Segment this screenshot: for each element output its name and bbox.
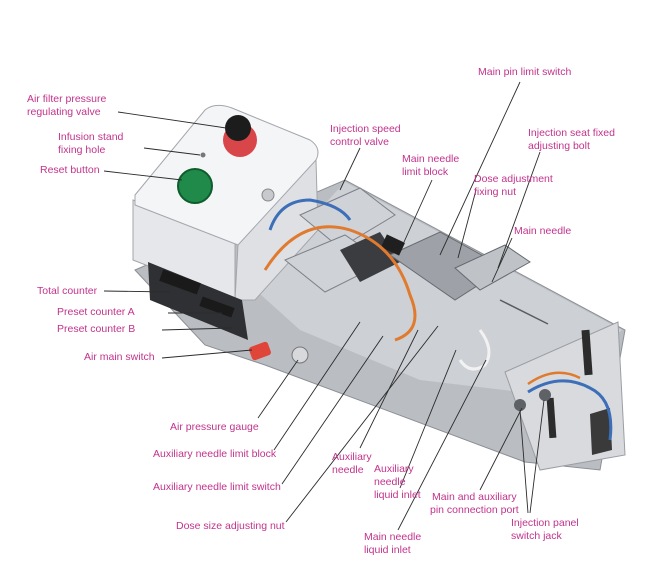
label-infusion-stand-hole: Infusion stand fixing hole bbox=[58, 131, 124, 156]
label-preset-counter-b: Preset counter B bbox=[57, 323, 136, 335]
label-dose-size-nut: Dose size adjusting nut bbox=[176, 520, 285, 532]
label-aux-needle-liquid-inlet: Auxiliary needle liquid inlet bbox=[374, 463, 421, 501]
leader-aux-needle bbox=[359, 329, 419, 449]
label-aux-needle-limit-block: Auxiliary needle limit block bbox=[153, 448, 277, 460]
infusion-stand-hole bbox=[200, 152, 206, 158]
leader-panel-jack-1 bbox=[519, 409, 529, 514]
leader-aux-limit-switch bbox=[281, 335, 384, 485]
leader-lines bbox=[103, 81, 545, 531]
leader-dose-fixing bbox=[457, 189, 477, 259]
leader-main-liquid bbox=[397, 359, 487, 531]
label-main-pin-limit-switch: Main pin limit switch bbox=[478, 66, 572, 78]
label-auxiliary-needle: Auxiliary needle bbox=[332, 451, 372, 476]
air-main-switch-body bbox=[249, 341, 271, 361]
leader-main-pin-switch bbox=[439, 81, 521, 256]
white-hose bbox=[458, 329, 491, 371]
panel-hose-red bbox=[527, 371, 581, 386]
leader-pin-port bbox=[479, 407, 523, 491]
leader-gauge bbox=[257, 359, 299, 419]
label-injection-speed-valve: Injection speed control valve bbox=[330, 123, 401, 148]
leader-preset-b bbox=[161, 327, 233, 331]
label-reset-button: Reset button bbox=[40, 164, 100, 176]
pressure-gauge-dial bbox=[291, 346, 309, 364]
panel-slot-2 bbox=[546, 397, 557, 439]
machine-illustration bbox=[132, 104, 626, 471]
limit-block-black bbox=[380, 234, 406, 256]
leader-speed-valve bbox=[339, 147, 361, 191]
leader-aux-limit-block bbox=[273, 321, 361, 451]
switch-jack-1 bbox=[514, 399, 526, 411]
leader-main-needle bbox=[491, 237, 513, 283]
label-preset-counter-a: Preset counter A bbox=[57, 306, 135, 318]
front-panel-bracket bbox=[590, 408, 612, 455]
label-injection-seat-bolt: Injection seat fixed adjusting bolt bbox=[528, 127, 615, 152]
leader-total-counter bbox=[103, 290, 171, 293]
reset-button-cap bbox=[177, 168, 213, 204]
counter-window-a bbox=[159, 269, 201, 295]
switch-jack-2 bbox=[539, 389, 551, 401]
control-housing-side bbox=[234, 158, 319, 301]
leader-main-limit-block bbox=[403, 179, 433, 243]
label-air-pressure-gauge: Air pressure gauge bbox=[170, 421, 259, 433]
label-main-needle-limit-block: Main needle limit block bbox=[402, 153, 460, 178]
pressure-valve-knob bbox=[225, 115, 251, 141]
label-main-needle: Main needle bbox=[514, 225, 572, 237]
leader-air-switch bbox=[161, 349, 253, 359]
leader-dose-size bbox=[285, 325, 439, 523]
injection-seat bbox=[454, 244, 531, 291]
leader-aux-liquid bbox=[399, 349, 457, 489]
leader-seat-bolt bbox=[497, 151, 541, 269]
label-air-main-switch: Air main switch bbox=[84, 351, 155, 363]
label-dose-adjustment-fixing-nut: Dose adjustment fixing nut bbox=[474, 173, 553, 198]
counter-window-b bbox=[199, 296, 235, 318]
main-needle-shaft bbox=[499, 299, 549, 325]
leader-panel-jack-2 bbox=[529, 399, 545, 514]
label-aux-needle-limit-switch: Auxiliary needle limit switch bbox=[153, 481, 281, 493]
blue-tubing bbox=[268, 198, 352, 231]
label-air-filter-valve: Air filter pressure regulating valve bbox=[27, 93, 107, 118]
leader-air-filter bbox=[117, 111, 227, 129]
orange-tubing bbox=[263, 225, 417, 342]
leader-infusion-stand bbox=[143, 147, 201, 156]
label-total-counter: Total counter bbox=[37, 285, 98, 297]
leader-reset bbox=[103, 170, 183, 181]
label-main-needle-liquid-inlet: Main needle liquid inlet bbox=[364, 531, 422, 556]
panel-hose bbox=[527, 379, 613, 441]
label-pin-connection-port: Main and auxiliary pin connection port bbox=[430, 491, 519, 516]
panel-slot-1 bbox=[581, 329, 593, 376]
housing-screw bbox=[261, 188, 275, 202]
label-injection-panel-switch-jack: Injection panel switch jack bbox=[511, 517, 579, 542]
